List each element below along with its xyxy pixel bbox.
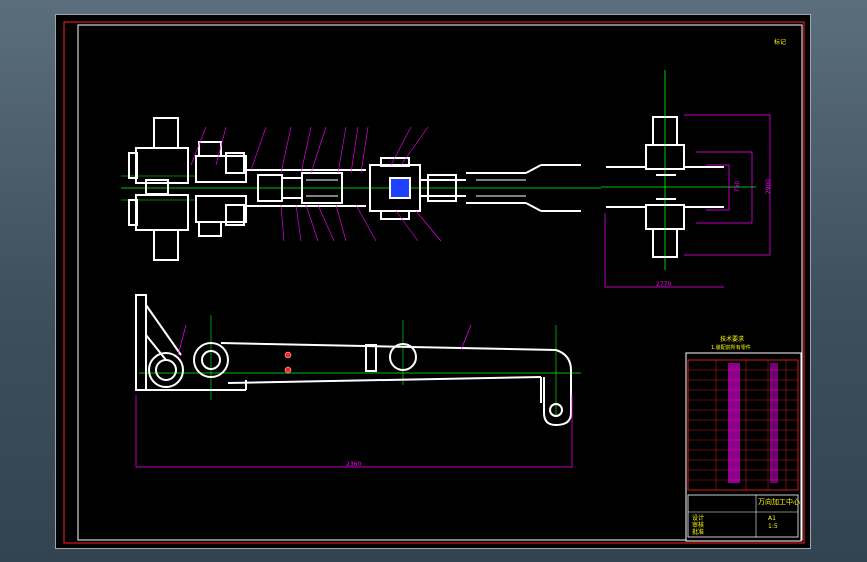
inner-frame — [77, 24, 803, 541]
bottom-elevation — [135, 294, 581, 427]
company-row-3: 批准 — [692, 529, 705, 536]
drawing-title: 万向加工中心 — [758, 498, 800, 506]
top-plan-view — [121, 117, 601, 261]
outer-frame — [63, 21, 805, 544]
bottom-holes — [284, 351, 292, 374]
side-view — [601, 70, 756, 270]
side-row-2: 1:5 — [768, 523, 778, 530]
dim-side-inner: 750 — [734, 180, 742, 193]
title-block — [685, 352, 802, 542]
company-row-1: 设计 — [692, 515, 705, 522]
cad-drawing-canvas — [63, 21, 805, 544]
top-leaders — [190, 126, 442, 242]
company-row-2: 审核 — [692, 522, 705, 529]
side-row-1: A1 — [768, 515, 776, 522]
dim-side-outer: 2900 — [765, 178, 773, 195]
table-subheader: 1.装配前所有零件 — [711, 345, 751, 351]
table-header: 技术要求 — [720, 336, 745, 343]
bottom-dimensions — [135, 324, 573, 468]
side-dimensions — [604, 114, 771, 288]
dim-side-width: 2770 — [656, 281, 672, 288]
dim-plan-total: 2360 — [346, 461, 362, 468]
corner-note: 标记 — [774, 39, 787, 46]
drawing-sheet: 标记 2360 750 2900 2770 技术要求 1.装配前所有零件 万向加… — [55, 14, 811, 549]
